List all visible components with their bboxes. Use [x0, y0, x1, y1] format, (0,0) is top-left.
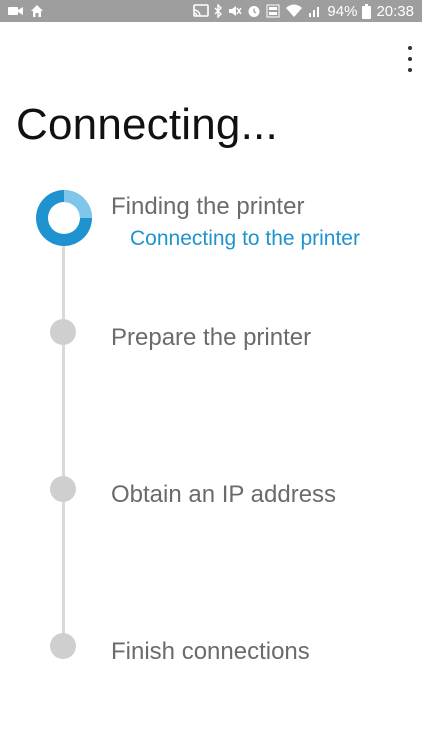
- video-camera-icon: [8, 5, 24, 17]
- step-label-obtain-ip: Obtain an IP address: [111, 481, 337, 508]
- status-bar: 94% 20:38: [0, 0, 422, 22]
- alarm-icon: [247, 4, 261, 18]
- step-pending-dot: [50, 319, 76, 345]
- volte-icon: [266, 4, 280, 18]
- status-left: [8, 3, 44, 19]
- page-title: Connecting...: [16, 100, 278, 149]
- step-label-prepare-printer: Prepare the printer: [111, 324, 312, 351]
- step-pending-dot: [50, 476, 76, 502]
- signal-icon: [308, 4, 322, 18]
- step-active-indicator-icon: [35, 189, 93, 247]
- stepper-line: [62, 240, 65, 650]
- status-right: 94% 20:38: [193, 0, 414, 22]
- step-label-finding-printer: Finding the printer: [111, 193, 305, 220]
- bluetooth-icon: [214, 4, 223, 18]
- menu-dot: [408, 57, 412, 61]
- battery-percent: 94%: [327, 2, 358, 20]
- status-time: 20:38: [376, 2, 414, 20]
- menu-dot: [408, 68, 412, 72]
- step-sublabel-connecting: Connecting to the printer: [130, 227, 360, 250]
- overflow-menu-icon[interactable]: [404, 46, 416, 72]
- mute-icon: [228, 4, 243, 18]
- step-label-finish-connections: Finish connections: [111, 638, 310, 665]
- menu-dot: [408, 46, 412, 50]
- battery-icon: [362, 3, 372, 19]
- wifi-icon: [285, 4, 303, 18]
- cast-icon: [193, 4, 210, 18]
- step-pending-dot: [50, 633, 76, 659]
- home-icon: [30, 4, 44, 18]
